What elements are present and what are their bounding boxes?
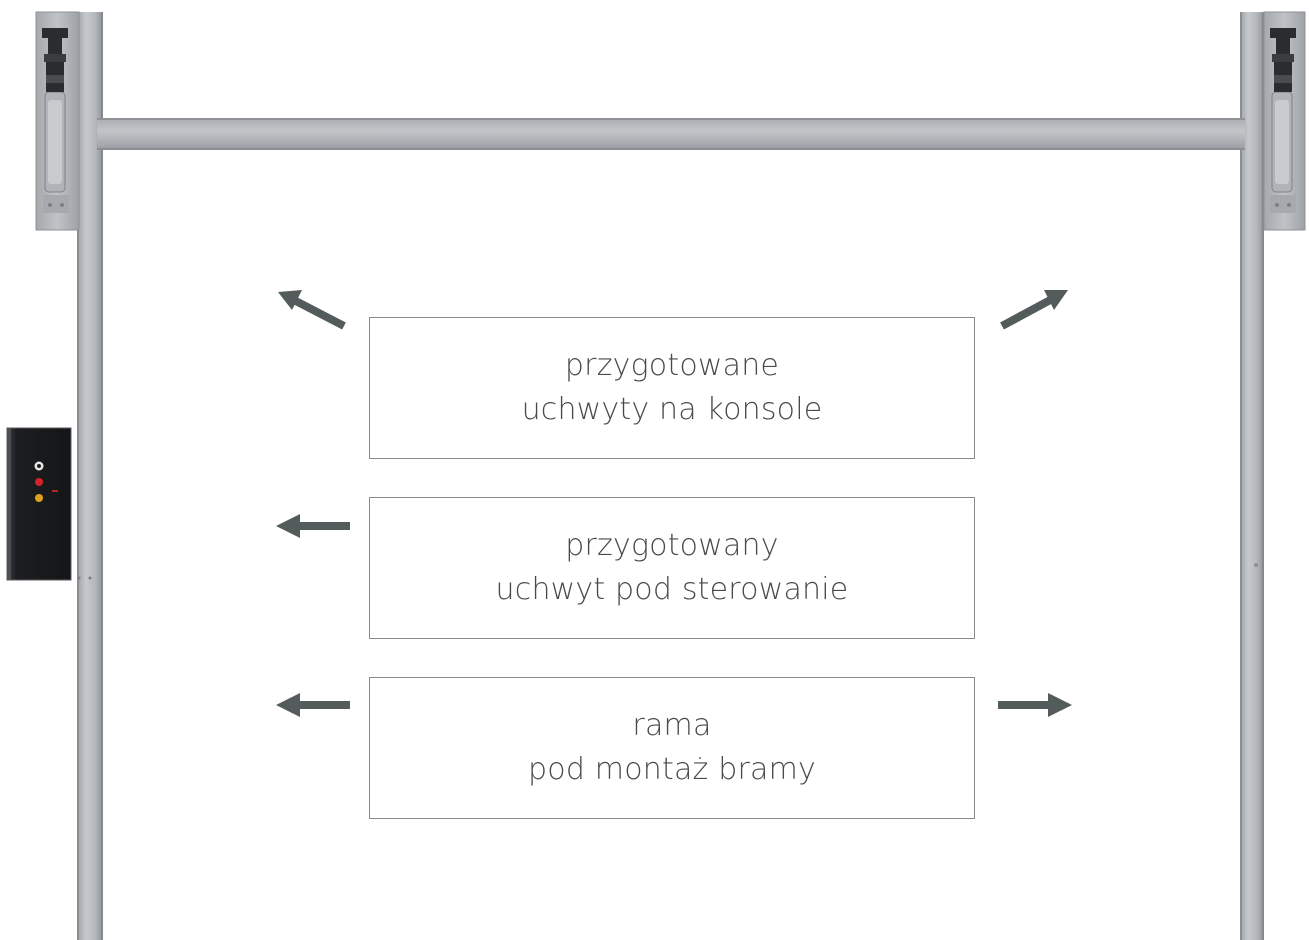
arrow-icon (998, 693, 1072, 717)
callout-console-brackets: przygotowane uchwyty na konsole (369, 317, 975, 459)
callout-line-2: uchwyt pod sterowanie (495, 572, 849, 607)
callout-line-1: przygotowane (564, 348, 780, 383)
callout-control-bracket: przygotowany uchwyt pod sterowanie (369, 497, 975, 639)
arrow-icon (276, 514, 350, 538)
callout-line-2: pod montaż bramy (528, 752, 816, 787)
callout-line-2: uchwyty na konsole (521, 392, 823, 427)
led-yellow (35, 494, 43, 502)
console-bracket-right (1263, 11, 1306, 231)
callout-gate-frame: rama pod montaż bramy (369, 677, 975, 819)
console-bracket-left (35, 11, 80, 231)
callout-line-1: przygotowany (565, 528, 779, 563)
left-post (77, 12, 103, 940)
control-panel-icon (6, 427, 92, 581)
callout-line-1: rama (632, 708, 712, 743)
arrow-icon (1000, 290, 1068, 330)
led-red (35, 478, 43, 486)
right-post (1240, 12, 1264, 940)
top-beam (97, 118, 1245, 150)
arrow-icon (278, 290, 346, 330)
arrow-icon (276, 693, 350, 717)
